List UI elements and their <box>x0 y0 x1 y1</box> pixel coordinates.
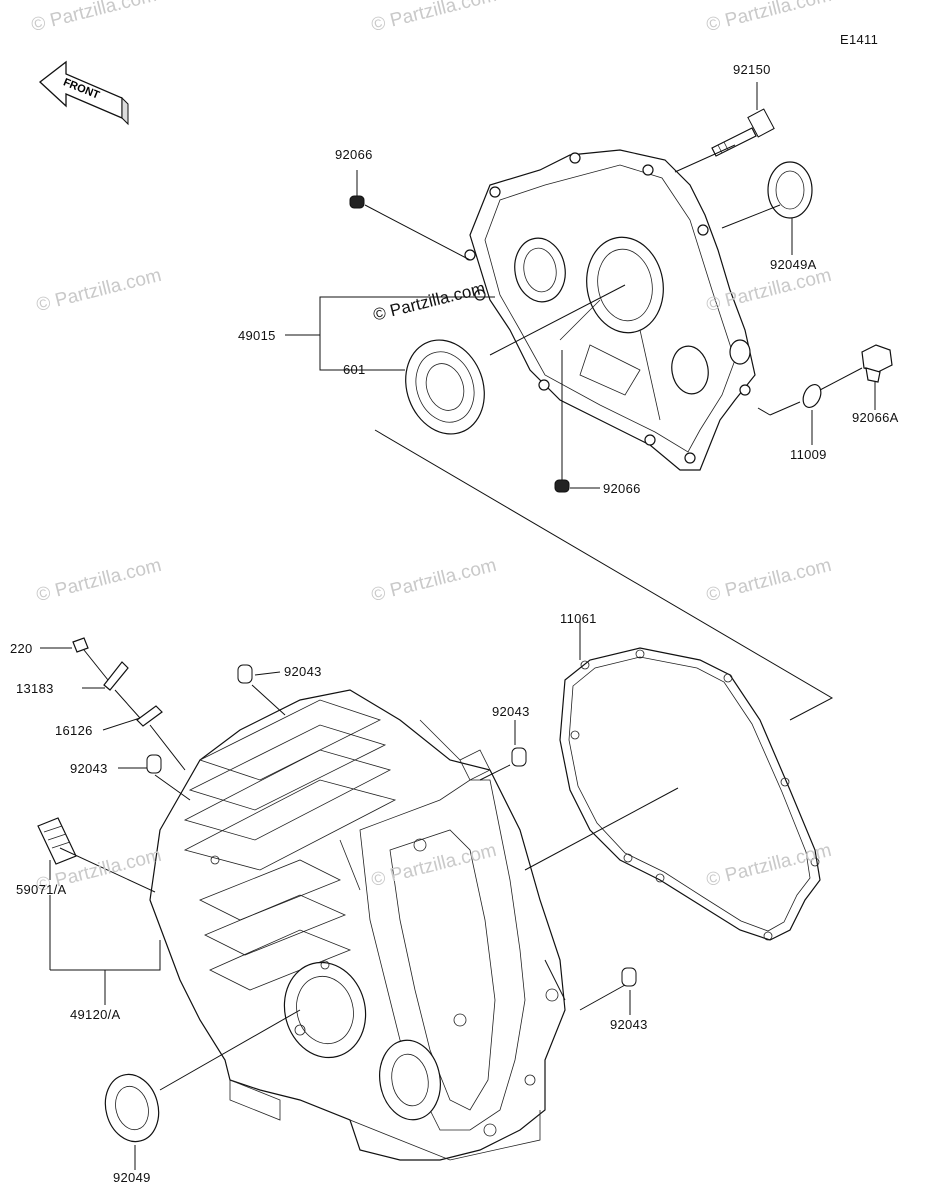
bolt-92150 <box>711 108 775 157</box>
dowel-92043-top <box>237 664 253 684</box>
bolt-220 <box>72 637 89 653</box>
part-label-13183[interactable]: 13183 <box>16 681 54 696</box>
part-label-49120A[interactable]: 49120/A <box>70 1007 121 1022</box>
gasket-11061 <box>559 647 821 941</box>
part-label-59071A[interactable]: 59071/A <box>16 882 67 897</box>
part-label-601[interactable]: 601 <box>343 362 366 377</box>
part-label-16126[interactable]: 16126 <box>55 723 93 738</box>
part-label-92066-top[interactable]: 92066 <box>335 147 373 162</box>
part-label-49015[interactable]: 49015 <box>238 328 276 343</box>
front-arrow-icon: FRONT <box>38 60 129 126</box>
plate-13183 <box>103 661 129 691</box>
gasket-16126 <box>136 705 163 727</box>
dowel-92043-bottom <box>621 967 637 987</box>
oil-seal-92049 <box>104 1073 160 1143</box>
part-label-220[interactable]: 220 <box>10 641 33 656</box>
part-label-92066A[interactable]: 92066A <box>852 410 899 425</box>
dowel-92043-left <box>146 754 162 774</box>
dowel-92043-right <box>511 747 527 767</box>
crankcase-cover <box>464 149 756 471</box>
part-label-92043-top[interactable]: 92043 <box>284 664 322 679</box>
oil-seal-92049A <box>767 161 813 219</box>
pin-92066-top <box>349 195 365 209</box>
part-label-11061[interactable]: 11061 <box>560 611 597 626</box>
plug-92066A <box>861 344 893 383</box>
part-label-92043-bottom[interactable]: 92043 <box>610 1017 648 1032</box>
part-label-92049A[interactable]: 92049A <box>770 257 817 272</box>
part-label-92049[interactable]: 92049 <box>113 1170 151 1185</box>
pin-92066-bottom <box>554 479 570 493</box>
diagram-code: E1411 <box>840 32 879 47</box>
part-label-92150[interactable]: 92150 <box>733 62 771 77</box>
crankcase <box>149 689 566 1161</box>
part-label-92043-left[interactable]: 92043 <box>70 761 108 776</box>
washer-11009 <box>802 384 822 408</box>
part-label-11009[interactable]: 11009 <box>790 447 827 462</box>
part-label-92066-bottom[interactable]: 92066 <box>603 481 641 496</box>
leader-lines <box>40 82 876 1170</box>
part-label-92043-right[interactable]: 92043 <box>492 704 530 719</box>
bearing-601 <box>405 339 485 435</box>
stud-59071 <box>37 817 77 865</box>
